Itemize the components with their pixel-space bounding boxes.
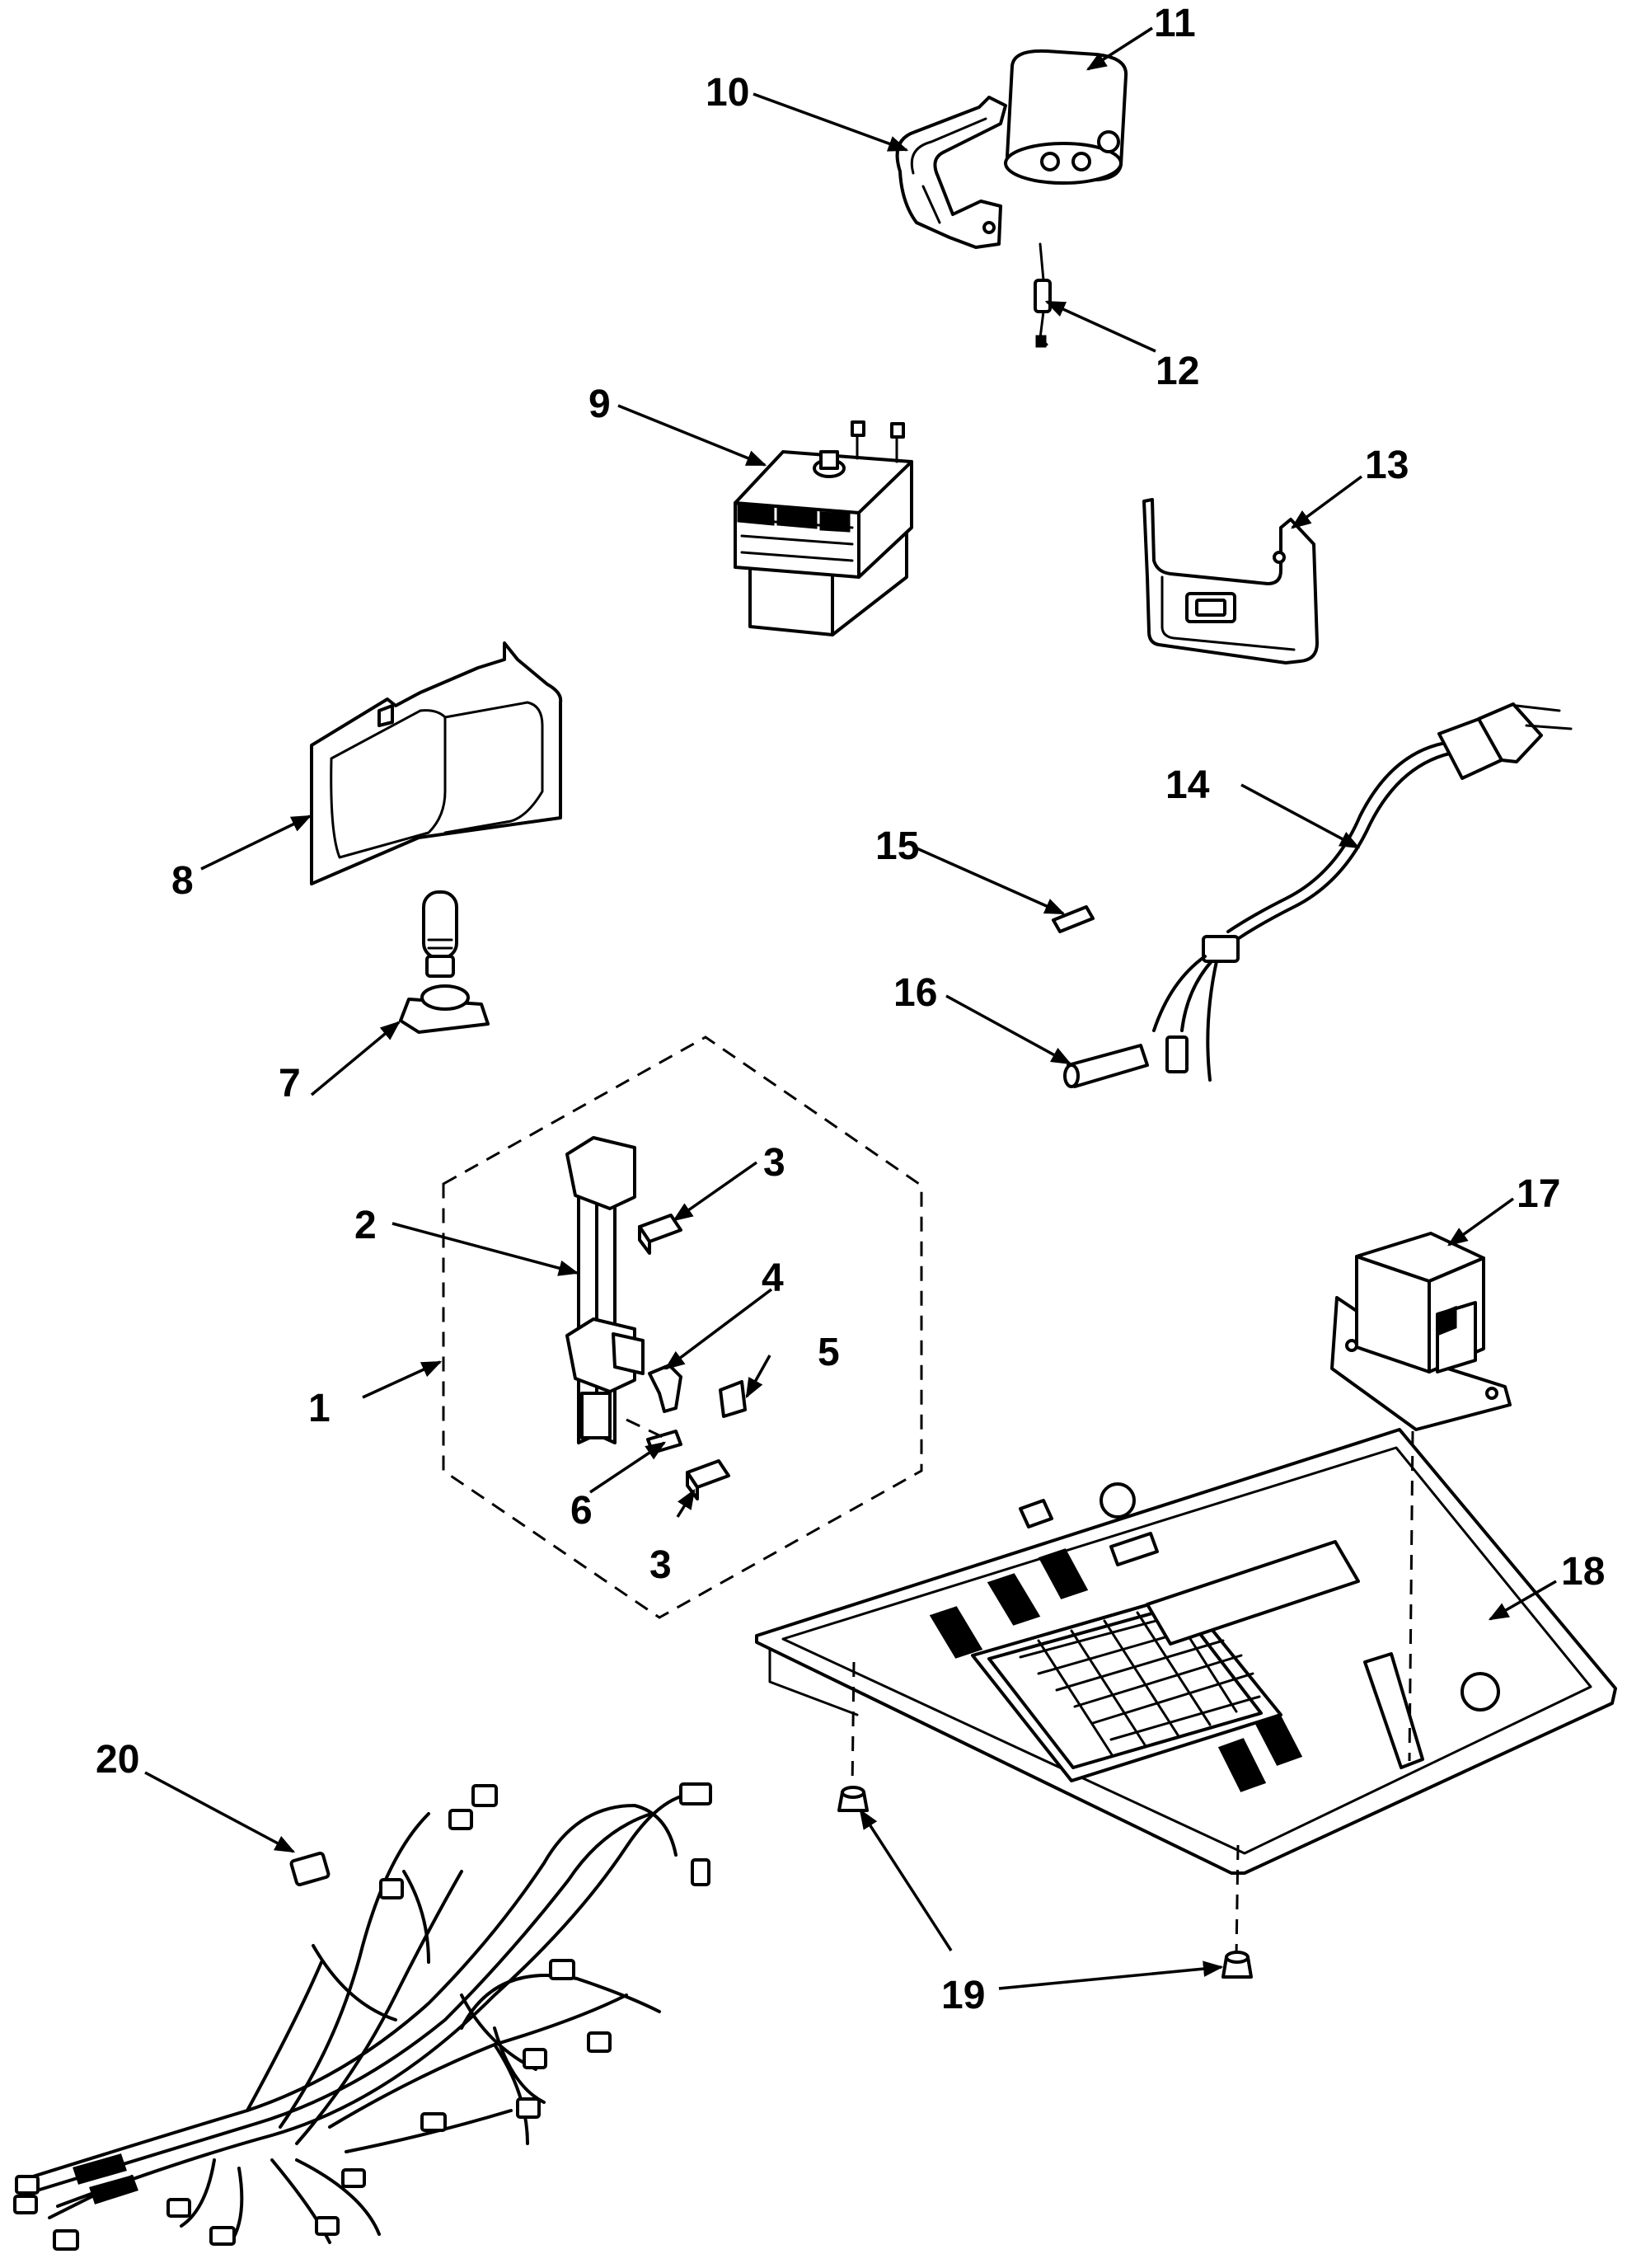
diode-part [1034, 242, 1052, 348]
callout-12: 12 [1156, 350, 1199, 393]
callout-16: 16 [893, 971, 937, 1015]
callout-14: 14 [1165, 763, 1210, 807]
base-plate-part [755, 1428, 1617, 1875]
callout-4: 4 [762, 1256, 784, 1300]
micro-switch-part-upper [638, 1214, 682, 1255]
hv-bracket-part [1142, 498, 1319, 664]
callout-19: 19 [941, 1974, 985, 2017]
interlock-assembly-outline [442, 1035, 923, 1619]
callout-9: 9 [588, 383, 611, 426]
callout-18: 18 [1561, 1550, 1605, 1594]
monitor-switch-part [719, 1380, 747, 1418]
screw-part-left [837, 1786, 869, 1812]
screw-part-right [1221, 1951, 1253, 1979]
lamp-socket-part [399, 890, 490, 1034]
callout-2: 2 [354, 1204, 377, 1247]
thermal-fuse-part [1063, 1044, 1149, 1088]
callout-13: 13 [1365, 444, 1409, 487]
magnetron-part [734, 420, 913, 636]
callout-15: 15 [875, 824, 919, 868]
callout-7: 7 [279, 1062, 301, 1106]
latch-board-part [565, 1136, 645, 1444]
callout-17: 17 [1517, 1172, 1560, 1216]
hv-transformer-part [1330, 1232, 1512, 1431]
fuse-part [1052, 905, 1095, 933]
capacitor-part [1004, 49, 1128, 185]
latch-hook-part [626, 1418, 682, 1454]
callout-10: 10 [706, 71, 749, 115]
capacitor-bracket-part [895, 96, 1007, 249]
micro-switch-part-lower [686, 1459, 730, 1500]
power-cord-part [1152, 702, 1573, 1082]
callout-8: 8 [171, 859, 194, 903]
callout-6: 6 [570, 1489, 593, 1533]
latch-lever-part [648, 1364, 682, 1413]
callout-5: 5 [818, 1331, 840, 1374]
wire-harness-part [13, 1782, 712, 2251]
leader-lines [144, 26, 1557, 1990]
callouts: 1 2 3 3 4 5 6 7 8 9 10 11 12 13 14 15 16… [96, 2, 1605, 2017]
callout-1: 1 [308, 1387, 331, 1430]
callout-3b: 3 [649, 1543, 672, 1587]
screw-mount-line-left [851, 1661, 856, 1790]
transformer-mount-line [1408, 1430, 1414, 1762]
callout-20: 20 [96, 1738, 139, 1782]
callout-11: 11 [1154, 2, 1196, 45]
callout-3a: 3 [763, 1141, 785, 1185]
waveguide-cover-part [310, 641, 563, 885]
screw-mount-line-right [1235, 1844, 1240, 1958]
